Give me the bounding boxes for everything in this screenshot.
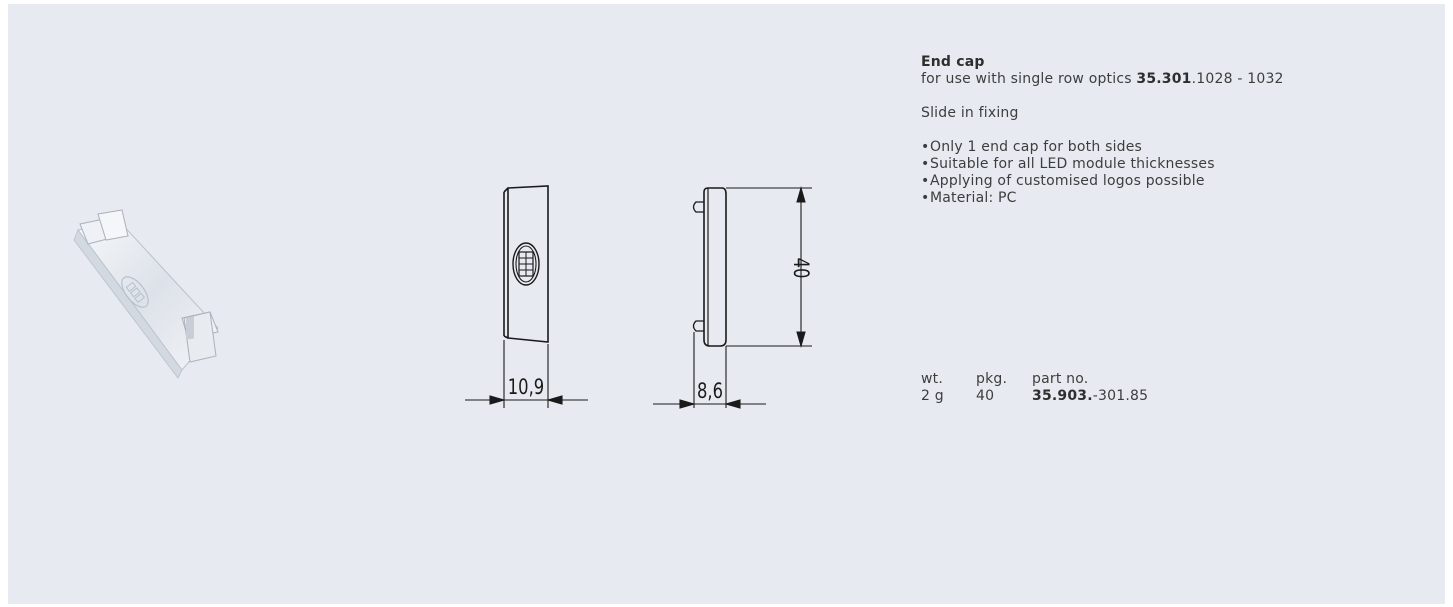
front-view: [503, 185, 549, 343]
product-usage: for use with single row optics 35.301.10…: [921, 71, 1284, 87]
product-image: [73, 209, 219, 379]
specs-header-row: wt. pkg. part no.: [921, 371, 1148, 388]
package-value: 40: [976, 388, 995, 404]
height-label: 40: [788, 258, 811, 279]
side-width-dimension: [653, 332, 766, 409]
side-width-label: 8,6: [697, 380, 723, 403]
list-item: •Material: PC: [921, 190, 1017, 206]
fixing-type: Slide in fixing: [921, 105, 1019, 121]
feature-list: •Only 1 end cap for both sides •Suitable…: [921, 139, 1421, 207]
product-title: End cap: [921, 54, 985, 70]
list-item: •Suitable for all LED module thicknesses: [921, 156, 1215, 172]
list-item: •Only 1 end cap for both sides: [921, 139, 1143, 155]
product-info: End cap for use with single row optics 3…: [921, 54, 1421, 207]
part-number-header: part no.: [1032, 371, 1089, 387]
list-item: •Applying of customised logos possible: [921, 173, 1205, 189]
front-width-label: 10,9: [508, 376, 544, 399]
weight-header: wt.: [921, 371, 943, 387]
weight-value: 2 g: [921, 388, 944, 404]
package-header: pkg.: [976, 371, 1008, 387]
specs-table: wt. pkg. part no. 2 g 40 35.903.-301.85: [921, 371, 1148, 405]
optics-part-number: 35.301: [1136, 71, 1192, 87]
height-dimension: [726, 185, 812, 349]
side-view: [692, 187, 727, 347]
technical-drawing: 10,9 8,6 40: [465, 185, 812, 409]
front-width-dimension: [465, 340, 588, 408]
part-number-value: 35.903.-301.85: [1032, 388, 1149, 404]
specs-value-row: 2 g 40 35.903.-301.85: [921, 388, 1148, 405]
